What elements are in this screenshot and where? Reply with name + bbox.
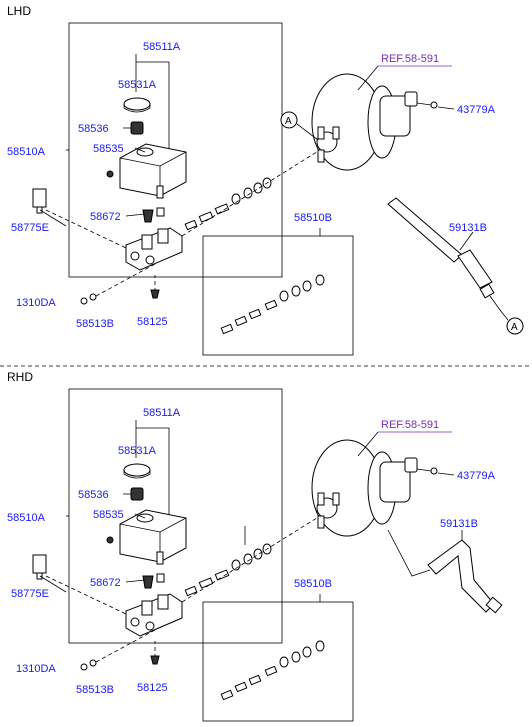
repair-kit-frame — [202, 235, 354, 356]
label-grommet[interactable]: 58672 — [90, 211, 121, 223]
label-grommet[interactable]: 58672 — [90, 577, 121, 589]
label-plug[interactable]: 58125 — [137, 316, 168, 328]
brake-booster — [311, 73, 418, 171]
piston-parts — [184, 543, 272, 597]
label-booster-hose[interactable]: 59131B — [449, 222, 487, 234]
reservoir-tank — [119, 509, 187, 563]
washer — [89, 659, 97, 667]
nut — [80, 297, 88, 305]
label-repair-kit[interactable]: 58510B — [294, 212, 332, 224]
label-washer[interactable]: 58513B — [76, 684, 114, 696]
label-clip[interactable]: 43779A — [457, 104, 496, 116]
section-lhd: LHD — [7, 4, 524, 356]
clip — [430, 101, 438, 109]
svg-text:A: A — [511, 322, 518, 333]
repair-kit-parts — [220, 640, 325, 701]
section-title: RHD — [7, 370, 33, 384]
label-booster-hose[interactable]: 59131B — [440, 518, 478, 530]
master-cylinder-body — [125, 593, 183, 637]
section-rhd: RHD — [7, 370, 503, 722]
reference-marker-label: A — [285, 116, 292, 127]
reservoir-cap — [123, 463, 151, 477]
label-reservoir-assy[interactable]: 58511A — [143, 41, 181, 53]
nut — [80, 663, 88, 671]
label-screw[interactable]: 58535 — [93, 143, 124, 155]
bushing — [32, 554, 47, 574]
brake-booster — [311, 439, 418, 537]
booster-hose — [387, 529, 503, 614]
master-cylinder-body — [125, 227, 183, 271]
ref-label[interactable]: REF.58-591 — [381, 53, 439, 65]
reference-marker — [280, 111, 298, 129]
clip — [430, 467, 438, 475]
strainer — [130, 121, 144, 135]
washer — [89, 293, 97, 301]
label-strainer[interactable]: 58536 — [78, 489, 109, 501]
label-repair-kit[interactable]: 58510B — [294, 578, 332, 590]
label-plug[interactable]: 58125 — [137, 682, 168, 694]
label-screw[interactable]: 58535 — [93, 509, 124, 521]
label-bushing[interactable]: 58775E — [11, 588, 49, 600]
label-strainer[interactable]: 58536 — [78, 123, 109, 135]
label-master-cylinder[interactable]: 58510A — [7, 146, 46, 158]
plug — [150, 289, 160, 299]
label-cap[interactable]: 58531A — [118, 79, 157, 91]
grommet — [142, 575, 154, 589]
booster-hose — [387, 197, 509, 321]
repair-kit-frame — [202, 601, 354, 722]
reservoir-bracket — [135, 54, 170, 92]
label-cap[interactable]: 58531A — [118, 445, 157, 457]
reservoir-tank — [119, 143, 187, 197]
reservoir-cap — [123, 97, 151, 111]
label-nut[interactable]: 1310DA — [16, 297, 56, 309]
strainer — [130, 487, 144, 501]
label-clip[interactable]: 43779A — [457, 470, 496, 482]
label-nut[interactable]: 1310DA — [16, 663, 56, 675]
label-reservoir-assy[interactable]: 58511A — [143, 407, 181, 419]
section-title: LHD — [7, 4, 31, 18]
bushing — [32, 188, 47, 208]
label-washer[interactable]: 58513B — [76, 318, 114, 330]
label-bushing[interactable]: 58775E — [11, 222, 49, 234]
piston-parts — [184, 177, 272, 231]
grommet — [142, 209, 154, 223]
label-master-cylinder[interactable]: 58510A — [7, 512, 46, 524]
ref-label[interactable]: REF.58-591 — [381, 419, 439, 431]
plug — [150, 655, 160, 665]
repair-kit-parts — [220, 274, 325, 335]
